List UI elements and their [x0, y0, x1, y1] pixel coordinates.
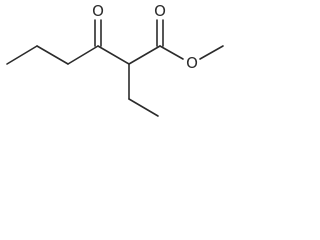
- bond-c1-c2: [6, 45, 38, 65]
- ketone-oxygen-label: O: [92, 2, 104, 20]
- bond-c2-c3: [36, 45, 69, 65]
- bond-ethyl1-ethyl2: [128, 98, 159, 117]
- ester-carbonyl-oxygen-label: O: [154, 2, 166, 20]
- molecule-structure-svg: O O O: [6, 2, 224, 117]
- bond-c6-o: [159, 45, 184, 60]
- bond-o-methyl: [199, 45, 224, 60]
- bond-c5-c6: [128, 45, 161, 65]
- bond-c4-c5: [97, 45, 130, 65]
- ester-ether-oxygen-label: O: [186, 54, 198, 72]
- molecule-diagram: O O O: [0, 0, 250, 134]
- bond-c3-c4: [67, 45, 99, 65]
- bond-group: [6, 19, 224, 117]
